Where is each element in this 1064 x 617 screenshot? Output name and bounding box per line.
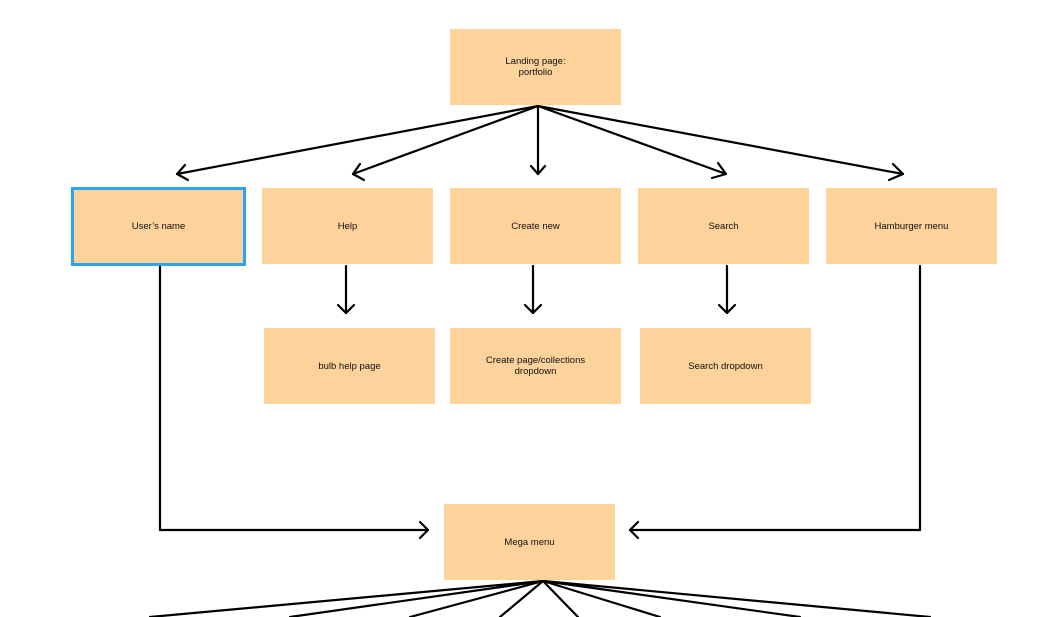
node-label: Search <box>708 220 739 232</box>
node-label: Mega menu <box>504 536 555 548</box>
edge-users-name-to-mega-menu <box>158 264 430 540</box>
edges-mega-menu-outgoing <box>148 579 932 617</box>
edge-landing-to-help <box>351 104 540 182</box>
node-label: Create new <box>511 220 560 232</box>
node-help[interactable]: Help <box>262 188 433 264</box>
edge-landing-to-users-name <box>175 104 540 182</box>
node-label: Create page/collections dropdown <box>485 355 586 377</box>
edge-landing-to-create-new <box>529 104 547 176</box>
node-landing-page[interactable]: Landing page: portfolio <box>450 29 621 105</box>
node-hamburger-menu[interactable]: Hamburger menu <box>826 188 997 264</box>
node-label: Landing page: portfolio <box>505 56 566 78</box>
node-label: Hamburger menu <box>874 220 949 232</box>
node-label: Help <box>337 220 358 232</box>
node-create-new[interactable]: Create new <box>450 188 621 264</box>
edge-help-to-bulb-help <box>336 264 356 315</box>
node-bulb-help-page[interactable]: bulb help page <box>264 328 435 404</box>
edge-create-new-to-create-dropdown <box>523 264 543 315</box>
node-create-dropdown[interactable]: Create page/collections dropdown <box>450 328 621 404</box>
node-label: Search dropdown <box>688 360 763 372</box>
node-label: bulb help page <box>318 360 381 372</box>
node-search-dropdown[interactable]: Search dropdown <box>640 328 811 404</box>
edge-search-to-search-dropdown <box>717 264 737 315</box>
edge-hamburger-to-mega-menu <box>628 264 922 540</box>
node-label: User’s name <box>131 221 186 232</box>
node-mega-menu[interactable]: Mega menu <box>444 504 615 580</box>
edge-landing-to-hamburger <box>536 104 905 182</box>
edge-landing-to-search <box>536 104 728 180</box>
node-users-name[interactable]: User’s name <box>71 187 246 266</box>
node-search[interactable]: Search <box>638 188 809 264</box>
